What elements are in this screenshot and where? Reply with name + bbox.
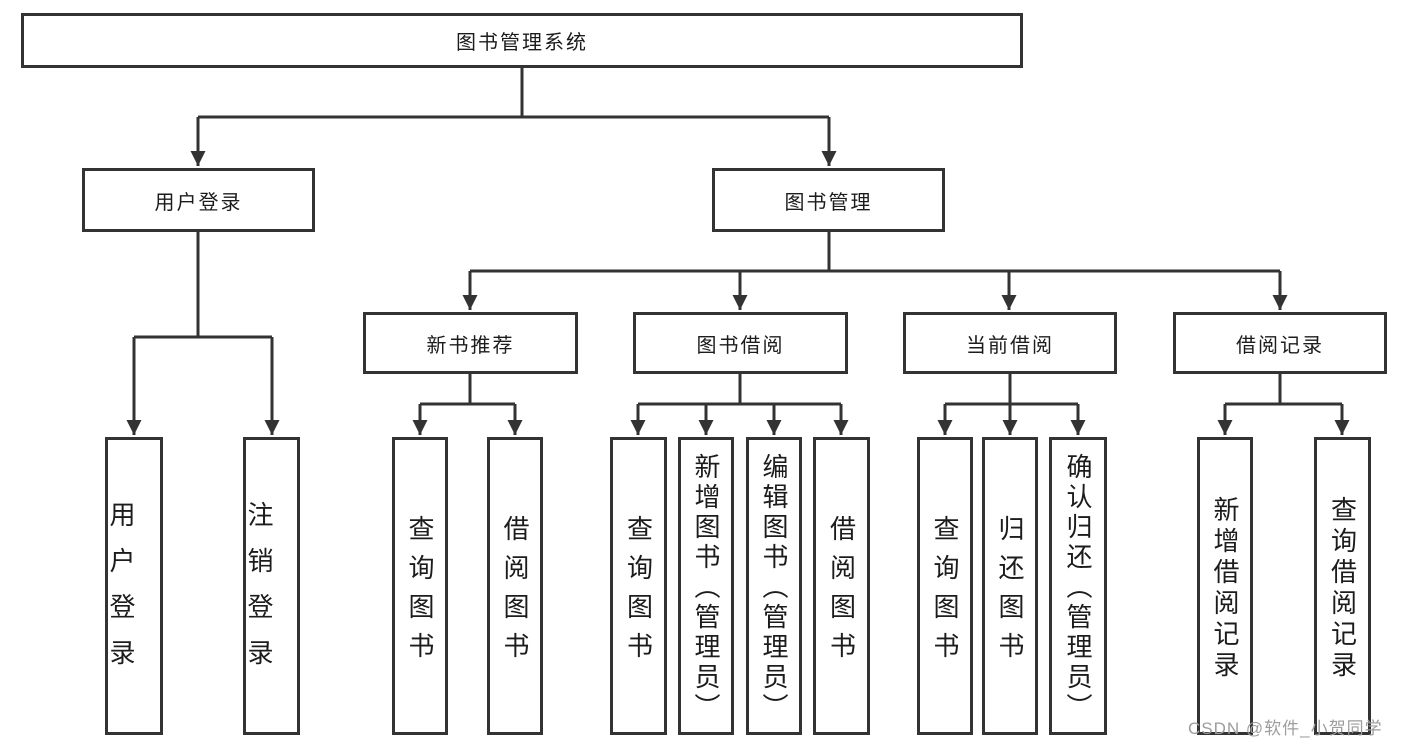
node-book-borrow-label: 图书借阅 bbox=[696, 334, 785, 357]
leaf-query-borrow-record-label: 查询借阅记录 bbox=[1327, 495, 1358, 682]
node-root-label: 图书管理系统 bbox=[456, 32, 588, 54]
connector-current-borrow-trunk bbox=[945, 374, 1078, 406]
leaf-logout: 注销登录 bbox=[243, 437, 300, 735]
leaf-confirm-return-admin-label: 确认归还（管理员） bbox=[1063, 453, 1093, 723]
leaf-borrow-books-2: 借阅图书 bbox=[813, 437, 870, 735]
leaf-add-borrow-record-label: 新增借阅记录 bbox=[1210, 495, 1240, 682]
leaf-query-books-1-label: 查询图书 bbox=[405, 514, 435, 671]
leaf-return-book-label: 归还图书 bbox=[995, 514, 1025, 671]
leaf-edit-book-admin: 编辑图书（管理员） bbox=[746, 437, 802, 735]
node-current-borrow: 当前借阅 bbox=[903, 312, 1117, 374]
node-borrow-records-label: 借阅记录 bbox=[1236, 334, 1324, 357]
leaf-confirm-return-admin: 确认归还（管理员） bbox=[1049, 437, 1107, 735]
leaf-add-borrow-record: 新增借阅记录 bbox=[1197, 437, 1253, 735]
node-book-borrow: 图书借阅 bbox=[633, 312, 848, 374]
node-borrow-records: 借阅记录 bbox=[1173, 312, 1387, 374]
leaf-add-book-admin-label: 新增图书（管理员） bbox=[691, 453, 721, 723]
connector-root-trunk bbox=[198, 68, 829, 119]
node-user-login: 用户登录 bbox=[82, 168, 315, 232]
node-book-management: 图书管理 bbox=[712, 168, 945, 232]
leaf-borrow-books-2-label: 借阅图书 bbox=[826, 514, 857, 671]
node-root: 图书管理系统 bbox=[21, 13, 1023, 68]
connector-book-borrow-trunk bbox=[638, 374, 841, 406]
connector-new-book-recommend-trunk bbox=[420, 374, 515, 406]
leaf-query-borrow-record: 查询借阅记录 bbox=[1314, 437, 1371, 735]
leaf-borrow-books-1: 借阅图书 bbox=[487, 437, 543, 735]
connector-borrow-records-trunk bbox=[1225, 374, 1342, 406]
leaf-logout-label: 注销登录 bbox=[244, 501, 274, 685]
leaf-query-books-3: 查询图书 bbox=[917, 437, 973, 735]
node-new-book-recommend-label: 新书推荐 bbox=[426, 334, 515, 357]
connector-user-login-trunk bbox=[134, 232, 272, 339]
leaf-user-login: 用户登录 bbox=[105, 437, 163, 735]
leaf-edit-book-admin-label: 编辑图书（管理员） bbox=[759, 453, 789, 723]
node-user-login-label: 用户登录 bbox=[154, 191, 243, 214]
node-new-book-recommend: 新书推荐 bbox=[363, 312, 578, 374]
leaf-query-books-1: 查询图书 bbox=[392, 437, 448, 735]
leaf-query-books-3-label: 查询图书 bbox=[930, 514, 960, 671]
leaf-query-books-2-label: 查询图书 bbox=[623, 514, 654, 671]
leaf-return-book: 归还图书 bbox=[982, 437, 1038, 735]
node-current-borrow-label: 当前借阅 bbox=[966, 334, 1054, 357]
leaf-user-login-label: 用户登录 bbox=[106, 501, 136, 685]
leaf-add-book-admin: 新增图书（管理员） bbox=[678, 437, 734, 735]
leaf-borrow-books-1-label: 借阅图书 bbox=[500, 514, 530, 671]
node-book-management-label: 图书管理 bbox=[784, 191, 873, 214]
leaf-query-books-2: 查询图书 bbox=[610, 437, 667, 735]
connector-book-management-trunk bbox=[470, 232, 1280, 273]
csdn-watermark: CSDN @软件_小贺同学 bbox=[1188, 719, 1383, 738]
